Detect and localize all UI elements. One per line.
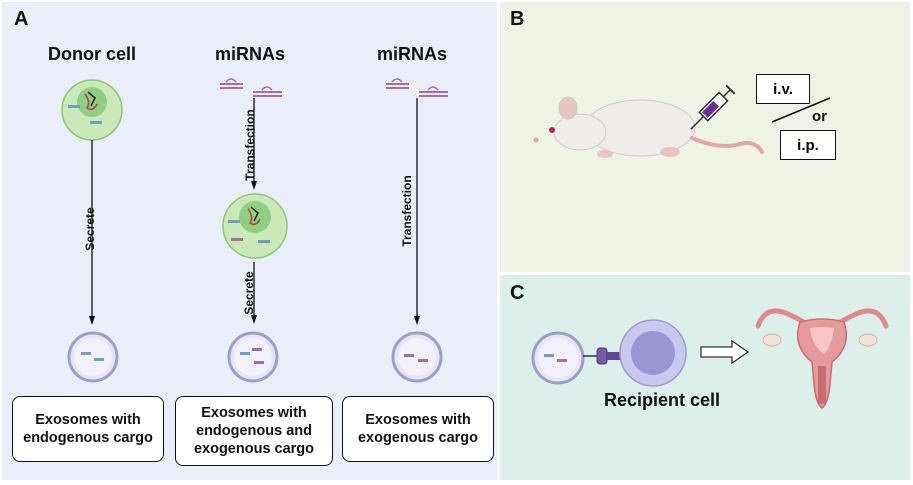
recipient-cell-icon	[619, 319, 687, 387]
ip-box: i.p.	[780, 130, 836, 160]
box-exogenous: Exosomes with exogenous cargo	[342, 396, 494, 462]
arrow-secrete-2	[251, 262, 257, 324]
exosome-icon-1	[67, 331, 119, 383]
mirna-icon-2	[386, 78, 448, 97]
iv-box: i.v.	[756, 74, 810, 104]
receptor-icon	[583, 347, 621, 365]
syringe-icon	[690, 84, 736, 130]
exosome-icon-2	[227, 331, 279, 383]
mirna-icon-1	[220, 78, 282, 97]
divider-slash	[771, 97, 831, 123]
donor-cell-title: Donor cell	[47, 44, 136, 64]
panel-c-label: C	[510, 282, 525, 304]
donor-cell-icon	[61, 79, 123, 141]
exosome-icon-3	[391, 331, 443, 383]
arrow-transfection-2	[414, 98, 420, 325]
box-endogenous: Exosomes with endogenous cargo	[12, 396, 164, 462]
uterus-icon	[755, 308, 889, 409]
arrow-transfection-1	[251, 98, 257, 190]
transfection-label-2: Transfection	[400, 175, 414, 247]
arrow-secrete-1	[89, 140, 95, 325]
secrete-label-2: Secrete	[242, 271, 256, 315]
hollow-arrow-icon	[700, 339, 750, 365]
mouse-icon	[533, 96, 764, 158]
transfection-label-1: Transfection	[243, 109, 257, 181]
mirnas-title-2: miRNAs	[376, 44, 447, 64]
exosome-icon-c	[531, 331, 585, 385]
panel-b-label: B	[510, 8, 525, 30]
secrete-label-1: Secrete	[83, 207, 97, 251]
panel-a-label: A	[14, 8, 29, 30]
donor-cell-icon-2	[222, 193, 288, 259]
mirnas-title-1: miRNAs	[214, 44, 285, 64]
recipient-cell-label: Recipient cell	[604, 390, 721, 410]
box-endogenous-exogenous: Exosomes with endogenous and exogenous c…	[175, 396, 333, 466]
or-text: or	[812, 108, 827, 125]
